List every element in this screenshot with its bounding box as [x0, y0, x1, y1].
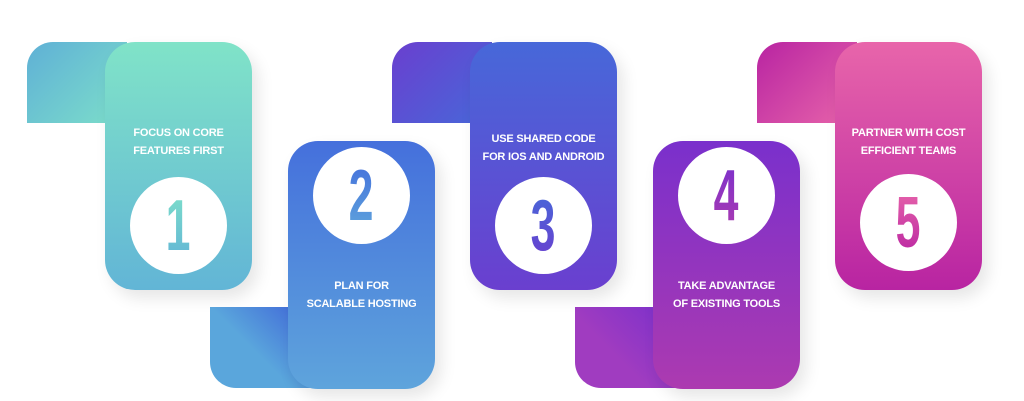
step-5-line-1: PARTNER WITH COST	[851, 127, 966, 139]
step-4-line-2: OF EXISTING TOOLS	[672, 298, 781, 310]
step-3-number: 3	[531, 185, 556, 266]
step-1-text: FOCUS ON CORE FEATURES FIRST	[105, 124, 252, 160]
step-4-circle: 4	[678, 147, 775, 244]
step-5-circle: 5	[860, 174, 957, 271]
step-1-line-2: FEATURES FIRST	[133, 145, 224, 157]
step-3-line-1: USE SHARED CODE	[491, 133, 596, 145]
step-3-circle: 3	[495, 177, 592, 274]
step-2-number: 2	[349, 155, 374, 236]
step-1-line-1: FOCUS ON CORE	[133, 127, 224, 139]
step-4-card: 4 TAKE ADVANTAGE OF EXISTING TOOLS	[653, 141, 800, 389]
step-1-circle: 1	[130, 177, 227, 274]
step-2-line-1: PLAN FOR	[334, 280, 389, 292]
step-2-card: 2 PLAN FOR SCALABLE HOSTING	[288, 141, 435, 389]
step-2-text: PLAN FOR SCALABLE HOSTING	[288, 277, 435, 313]
step-5-card: PARTNER WITH COST EFFICIENT TEAMS 5	[835, 42, 982, 290]
step-2-circle: 2	[313, 147, 410, 244]
step-4-line-1: TAKE ADVANTAGE	[677, 280, 775, 292]
step-5-text: PARTNER WITH COST EFFICIENT TEAMS	[835, 124, 982, 160]
step-3-line-2: FOR IOS AND ANDROID	[482, 151, 605, 163]
step-4-number: 4	[714, 155, 739, 236]
step-3-card: USE SHARED CODE FOR IOS AND ANDROID 3	[470, 42, 617, 290]
step-1-number: 1	[166, 185, 191, 266]
step-3-text: USE SHARED CODE FOR IOS AND ANDROID	[470, 130, 617, 166]
step-2-line-2: SCALABLE HOSTING	[306, 298, 417, 310]
step-5-line-2: EFFICIENT TEAMS	[860, 145, 957, 157]
step-1-card: FOCUS ON CORE FEATURES FIRST 1	[105, 42, 252, 290]
step-5-number: 5	[896, 182, 921, 263]
step-4-text: TAKE ADVANTAGE OF EXISTING TOOLS	[653, 277, 800, 313]
